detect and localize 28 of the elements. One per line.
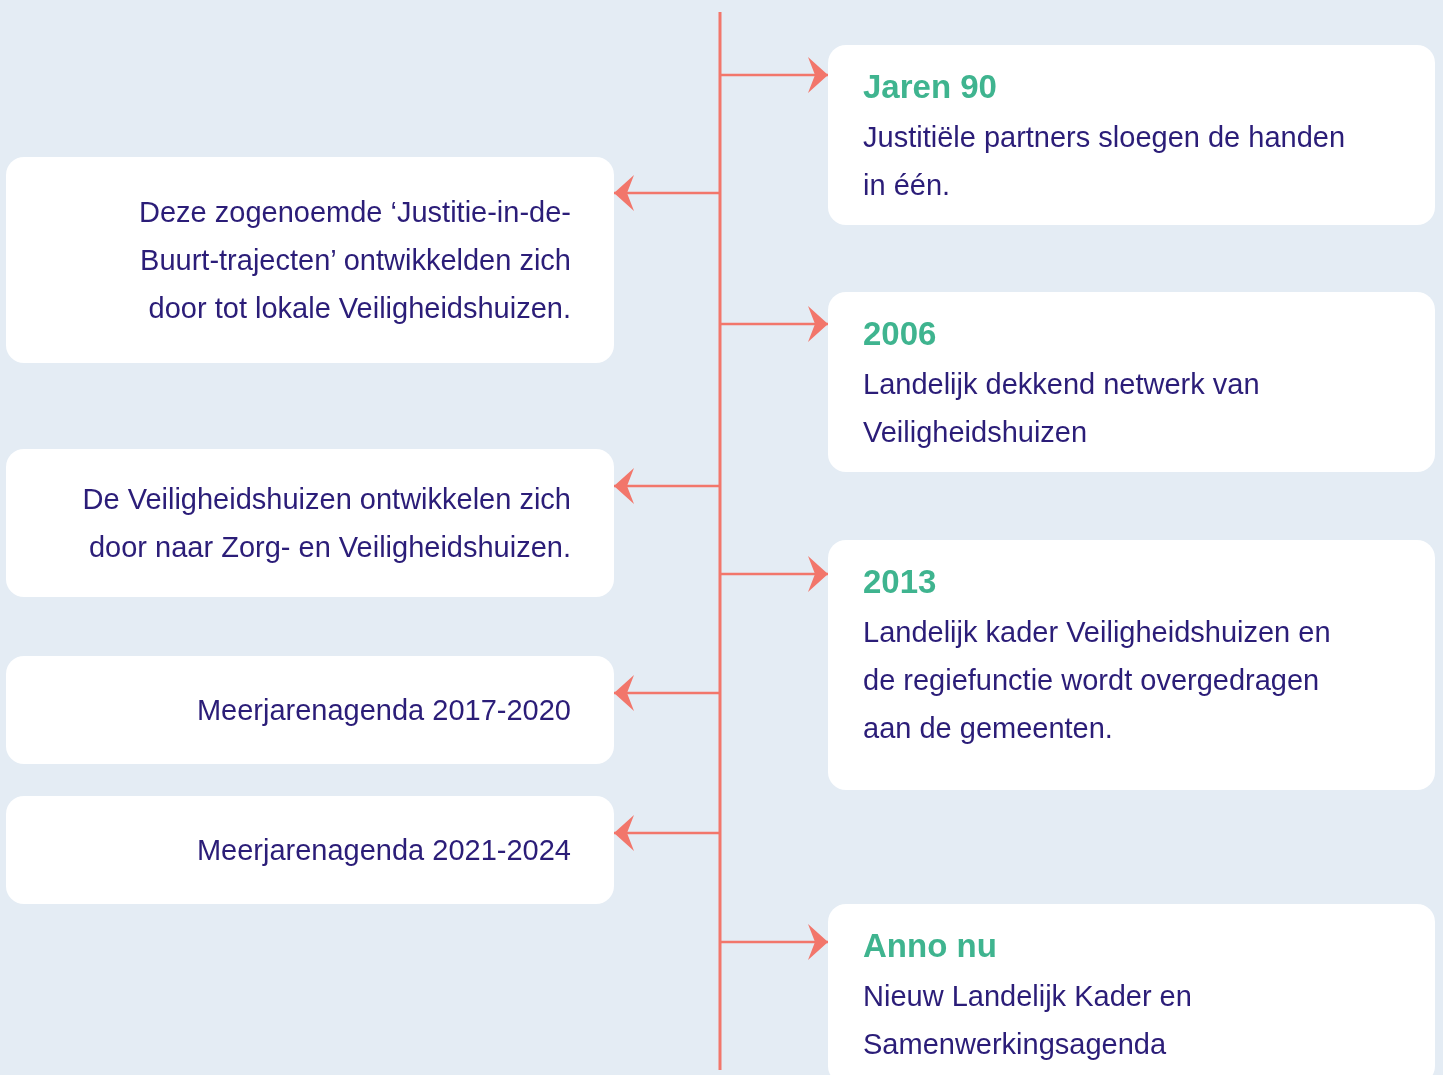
year-heading: 2013 <box>863 562 938 602</box>
arrow <box>720 556 828 592</box>
description-text: De Veiligheidshuizen ontwikkelen zich door naar Zorg- en Veiligheidshuizen. <box>81 482 571 565</box>
timeline-card <box>6 449 614 597</box>
description-text: Deze zogenoemde ‘Justitie-in-de-Buurt-trajecten’ ontwikkelden zich door tot lokale Veiligheidshuizen. <box>138 195 571 326</box>
timeline-card <box>6 157 614 363</box>
timeline-card <box>828 904 1435 1075</box>
timeline-card <box>828 45 1435 225</box>
arrow <box>720 57 828 93</box>
description-text: Landelijk kader Veiligheidshuizen en de regiefunctie wordt overgedragen aan de gemeenten. <box>863 615 1332 746</box>
year-heading: Anno nu <box>863 926 998 966</box>
arrow <box>614 815 720 851</box>
description-text: Landelijk dekkend netwerk van Veiligheidshuizen <box>863 367 1261 450</box>
arrow <box>614 175 720 211</box>
year-heading: Jaren 90 <box>863 67 998 107</box>
arrow <box>720 924 828 960</box>
description-text: Nieuw Landelijk Kader en Samenwerkingsagenda <box>863 979 1193 1062</box>
timeline-card <box>828 540 1435 790</box>
year-heading: 2006 <box>863 314 938 354</box>
description-text: Meerjarenagenda 2017-2020 <box>195 693 571 728</box>
timeline-card <box>828 292 1435 472</box>
description-text: Justitiële partners sloegen de handen in één. <box>863 120 1347 203</box>
arrow <box>614 468 720 504</box>
description-text: Meerjarenagenda 2021-2024 <box>195 833 571 868</box>
arrow <box>720 306 828 342</box>
arrow <box>614 675 720 711</box>
timeline-card <box>6 796 614 904</box>
timeline-card <box>6 656 614 764</box>
